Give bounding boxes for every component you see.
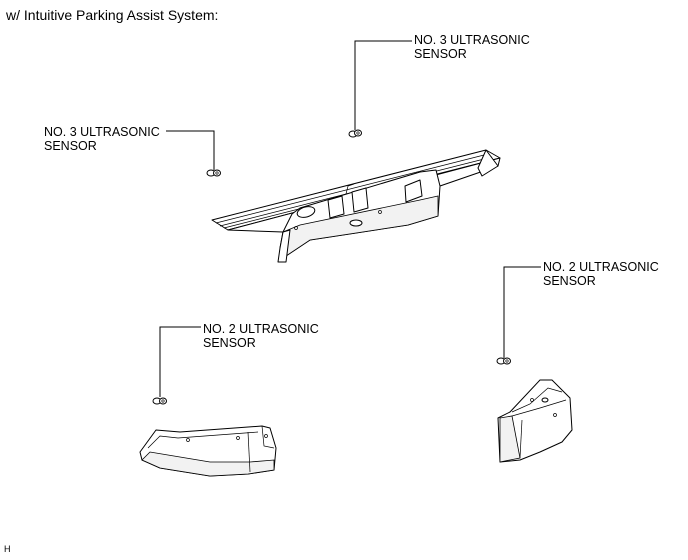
rear-bumper-left-end-icon: [139, 425, 277, 477]
callout-line1: NO. 3 ULTRASONIC: [414, 33, 530, 47]
ultrasonic-sensor-icon: [496, 357, 511, 365]
callout-label-no3-top: NO. 3 ULTRASONIC SENSOR: [414, 33, 530, 61]
callout-label-no3-left: NO. 3 ULTRASONIC SENSOR: [44, 125, 160, 153]
leader-lines: [159, 40, 541, 397]
corner-mark: H: [4, 544, 11, 554]
rear-bumper-center-icon: [211, 149, 501, 263]
rear-bumper-right-end-icon: [497, 379, 573, 463]
callout-line1: NO. 3 ULTRASONIC: [44, 125, 160, 139]
callout-line2: SENSOR: [543, 274, 596, 288]
callout-label-no2-right: NO. 2 ULTRASONIC SENSOR: [543, 260, 659, 288]
ultrasonic-sensor-icon: [348, 129, 362, 138]
ultrasonic-sensor-icon: [206, 169, 221, 177]
callout-line2: SENSOR: [414, 47, 467, 61]
ultrasonic-sensor-icon: [152, 397, 167, 405]
callout-line2: SENSOR: [44, 139, 97, 153]
callout-line1: NO. 2 ULTRASONIC: [203, 322, 319, 336]
callout-label-no2-left: NO. 2 ULTRASONIC SENSOR: [203, 322, 319, 350]
callout-line2: SENSOR: [203, 336, 256, 350]
diagram-title: w/ Intuitive Parking Assist System:: [6, 7, 219, 23]
callout-line1: NO. 2 ULTRASONIC: [543, 260, 659, 274]
